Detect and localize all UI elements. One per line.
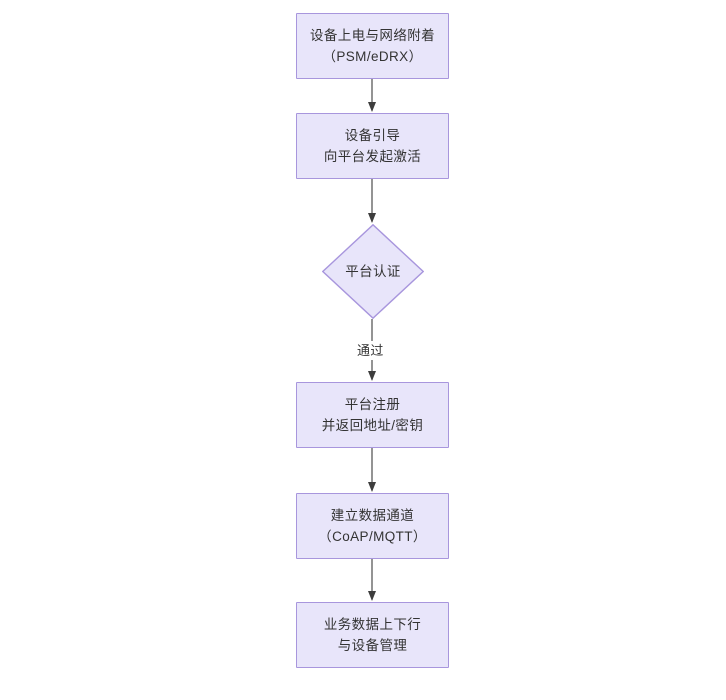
flow-node-establish-data-channel[interactable]: 建立数据通道 （CoAP/MQTT） bbox=[296, 493, 449, 559]
diamond-shape-icon bbox=[322, 224, 424, 319]
flow-node-platform-register[interactable]: 平台注册 并返回地址/密钥 bbox=[296, 382, 449, 448]
edge-label-pass: 通过 bbox=[354, 341, 387, 360]
node-text: 设备引导 向平台发起激活 bbox=[324, 125, 421, 167]
node-text-line: 并返回地址/密钥 bbox=[321, 418, 424, 433]
node-text-line: 设备引导 bbox=[344, 128, 401, 143]
node-text-line: （CoAP/MQTT） bbox=[318, 529, 427, 544]
node-text: 平台注册 并返回地址/密钥 bbox=[322, 394, 423, 436]
node-text: 平台认证 bbox=[345, 261, 401, 282]
node-text: 业务数据上下行 与设备管理 bbox=[324, 614, 421, 656]
flow-node-device-power-on[interactable]: 设备上电与网络附着 （PSM/eDRX） bbox=[296, 13, 449, 79]
node-text: 建立数据通道 （CoAP/MQTT） bbox=[318, 505, 427, 547]
node-text-line: 建立数据通道 bbox=[330, 508, 415, 523]
node-text-line: 业务数据上下行 bbox=[323, 617, 422, 632]
flow-node-device-bootstrap[interactable]: 设备引导 向平台发起激活 bbox=[296, 113, 449, 179]
node-text-line: 向平台发起激活 bbox=[323, 149, 422, 164]
flow-node-business-data-and-device-mgmt[interactable]: 业务数据上下行 与设备管理 bbox=[296, 602, 449, 668]
node-text-line: 平台注册 bbox=[344, 397, 401, 412]
node-text-line: 平台认证 bbox=[345, 264, 401, 279]
flow-node-platform-auth-decision[interactable]: 平台认证 bbox=[322, 224, 424, 319]
node-text: 设备上电与网络附着 （PSM/eDRX） bbox=[310, 25, 435, 67]
node-text-line: 与设备管理 bbox=[337, 638, 408, 653]
node-text-line: （PSM/eDRX） bbox=[322, 49, 423, 64]
node-text-line: 设备上电与网络附着 bbox=[309, 28, 436, 43]
